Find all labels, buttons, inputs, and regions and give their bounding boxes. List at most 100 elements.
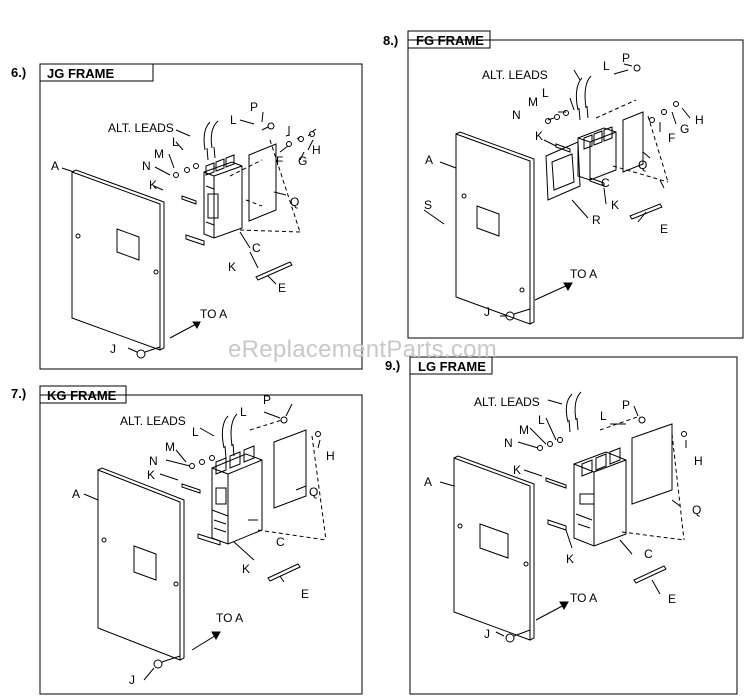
label-n: N (149, 454, 158, 468)
label-f: F (668, 131, 675, 145)
frame-title-box (409, 356, 493, 375)
label-l: L (192, 425, 199, 439)
label-a: A (51, 159, 59, 173)
label-alt-leads: ALT. LEADS (108, 121, 174, 135)
label-k: K (228, 260, 236, 274)
label-l: L (603, 59, 610, 73)
frame-title-box (39, 385, 127, 404)
strip (181, 483, 201, 494)
cover-cutout (133, 545, 157, 581)
label-a: A (425, 153, 433, 167)
label-e: E (660, 222, 668, 236)
panel-number: 9.) (385, 358, 400, 373)
label-q: Q (692, 503, 701, 517)
cover-plate (453, 457, 531, 641)
label-l: L (538, 413, 545, 427)
label-q: Q (309, 485, 318, 499)
panel-kg-frame (39, 385, 363, 695)
label-m: M (519, 423, 529, 437)
label-f: F (276, 154, 283, 168)
label-l: L (600, 409, 607, 423)
panel-lg-frame (409, 356, 738, 695)
label-l: L (240, 405, 247, 419)
label-h: H (326, 449, 335, 463)
label-n: N (504, 436, 513, 450)
cover-cutout (116, 228, 140, 261)
breaker (211, 445, 263, 545)
rear-plate (248, 143, 277, 222)
label-m: M (165, 440, 175, 454)
breaker (573, 447, 627, 547)
label-k: K (242, 562, 250, 576)
label-e: E (301, 587, 309, 601)
cover-plate (455, 133, 531, 325)
panel-number: 7.) (11, 386, 26, 401)
label-alt-leads: ALT. LEADS (482, 68, 548, 82)
label-q: Q (290, 195, 299, 209)
label-e: E (668, 592, 676, 606)
screw (267, 563, 301, 582)
frame-title: LG FRAME (418, 359, 486, 374)
label-to-a: TO A (216, 611, 243, 625)
label-p: P (250, 100, 258, 114)
label-h: H (312, 143, 321, 157)
label-to-a: TO A (570, 591, 597, 605)
cover-cutout (476, 205, 500, 237)
rear-plate (631, 423, 673, 505)
strip (589, 177, 605, 187)
label-n: N (142, 159, 151, 173)
label-k: K (513, 463, 521, 477)
label-p: P (622, 51, 630, 65)
label-s: S (424, 198, 432, 212)
label-g: G (298, 154, 307, 168)
rear-plate (622, 111, 644, 173)
panel-border (39, 63, 363, 370)
label-e: E (278, 281, 286, 295)
label-c: C (276, 535, 285, 549)
strip (547, 519, 567, 531)
label-c: C (252, 241, 261, 255)
frame-title-box (407, 30, 491, 49)
label-j: J (484, 627, 490, 641)
label-l: L (172, 135, 179, 149)
label-p: P (622, 398, 630, 412)
label-k: K (566, 552, 574, 566)
alt-leads-wires (575, 75, 592, 121)
screw (255, 261, 293, 281)
label-j: J (110, 342, 116, 356)
label-alt-leads: ALT. LEADS (474, 395, 540, 409)
watermark: eReplacementParts.com (228, 336, 498, 363)
label-k: K (147, 468, 155, 482)
screw (629, 203, 663, 220)
label-a: A (72, 487, 80, 501)
label-a: A (424, 475, 432, 489)
label-k: K (535, 129, 543, 143)
rear-plate (273, 429, 307, 509)
label-n: N (512, 108, 521, 122)
cover-plate (97, 469, 181, 661)
panel-number: 8.) (383, 33, 398, 48)
alt-leads-wires (565, 391, 582, 433)
strip (545, 477, 567, 489)
panel-border (407, 39, 744, 339)
cover-cutout (479, 523, 509, 559)
label-to-a: TO A (570, 267, 597, 281)
frame-title: KG FRAME (47, 388, 117, 403)
panel-border (409, 356, 738, 695)
label-m: M (528, 95, 538, 109)
label-alt-leads: ALT. LEADS (120, 414, 186, 428)
label-g: G (680, 122, 689, 136)
label-l: L (542, 86, 549, 100)
label-r: R (592, 213, 601, 227)
label-to-a: TO A (200, 307, 227, 321)
escutcheon (545, 141, 581, 201)
breaker (203, 154, 243, 239)
cover-plate (71, 171, 161, 351)
panel-number: 6.) (11, 65, 26, 80)
label-m: M (154, 147, 164, 161)
label-j: J (484, 305, 490, 319)
label-k: K (611, 198, 619, 212)
breaker (577, 126, 617, 181)
strip (185, 234, 205, 246)
